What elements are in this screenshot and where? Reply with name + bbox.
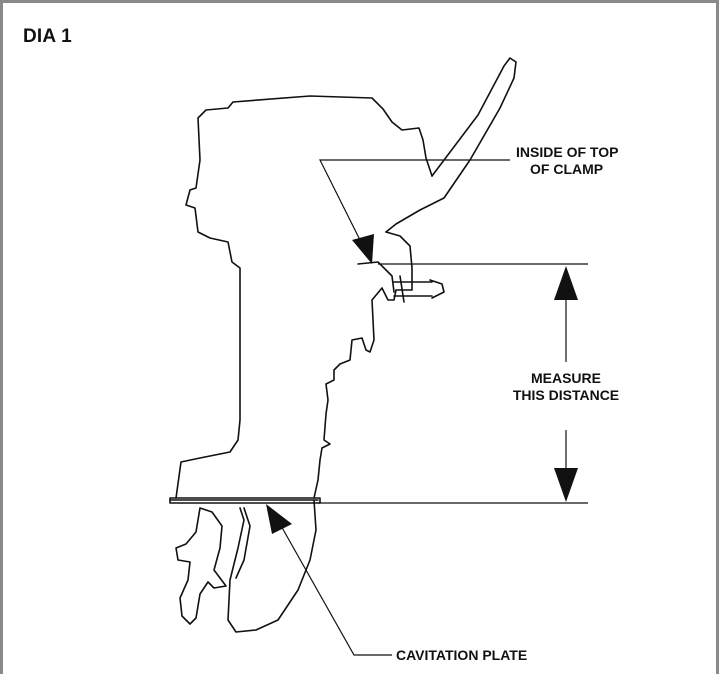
cavitation-leader-arrow — [266, 504, 292, 534]
dimension-arrow-up — [554, 266, 578, 300]
dimension-arrow-down — [554, 468, 578, 502]
cavitation-label: CAVITATION PLATE — [396, 647, 527, 663]
measure-label-line1: MEASURE — [531, 370, 601, 386]
clamp-top — [357, 261, 395, 293]
clamp-leader-line — [319, 159, 510, 245]
diagram-title: DIA 1 — [23, 26, 72, 47]
lower-unit — [169, 499, 319, 633]
clamp-leader-arrow — [352, 234, 374, 264]
propeller — [175, 507, 251, 625]
clamp-screw — [393, 275, 445, 303]
cavitation-leader-line — [279, 523, 392, 656]
clamp-bracket — [313, 231, 413, 499]
motor-body-outline — [175, 95, 433, 499]
measure-label-line2: THIS DISTANCE — [513, 387, 619, 403]
clamp-label-line2: OF CLAMP — [530, 161, 603, 177]
clamp-label-line1: INSIDE OF TOP — [516, 144, 618, 160]
tiller-handle — [385, 57, 517, 233]
